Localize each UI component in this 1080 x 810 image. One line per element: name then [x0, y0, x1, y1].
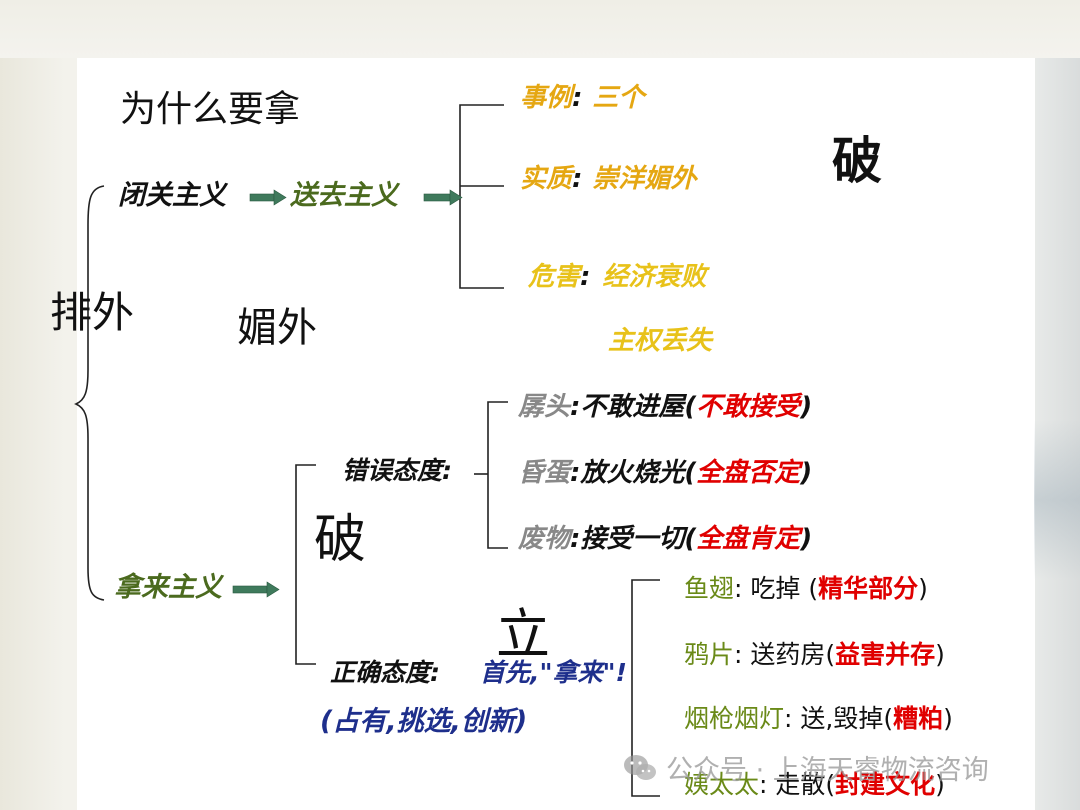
right-item-colon: :	[759, 770, 768, 799]
right-item-colon: :	[734, 640, 743, 669]
page-title: 为什么要拿	[120, 89, 301, 130]
wrong-item-close: )	[800, 392, 813, 422]
right-item-verdict: 益害并存	[835, 640, 936, 669]
wechat-icon	[622, 753, 658, 783]
wrong-item-fool: 昏蛋:放火烧光(全盘否定)	[518, 460, 812, 486]
right-item-colon: :	[734, 574, 743, 603]
wrong-item-text: :不敢进屋(	[570, 392, 697, 422]
right-item-verdict: 精华部分	[818, 574, 919, 603]
watermark-text: 公众号 · 上海天睿物流咨询	[666, 755, 989, 786]
arrow-icon	[249, 189, 287, 206]
right-item-opium-pipe: 烟枪烟灯: 送,毁掉(糟粕)	[684, 706, 953, 731]
harm-colon: :	[580, 262, 591, 292]
top-band	[0, 0, 1080, 58]
branch-essence: 实质: 崇洋媚外	[520, 166, 696, 192]
right-item-close: )	[935, 640, 945, 669]
example-value: 三个	[592, 83, 645, 113]
flow-grabbing: 拿来主义	[114, 572, 222, 603]
wrong-item-text: :放火烧光(	[570, 458, 697, 488]
branch-example: 事例: 三个	[520, 85, 644, 111]
right-item-text: 送,毁掉(	[792, 704, 894, 733]
right-item-text: 送药房(	[742, 640, 836, 669]
right-item-text: 走散(	[767, 770, 836, 799]
label-po-mid: 破	[314, 510, 367, 570]
harm-value-1: 经济衰败	[602, 262, 707, 292]
right-item-concubine: 姨太太: 走散(封建文化)	[684, 772, 945, 797]
right-item-close: )	[918, 574, 928, 603]
wrong-item-verdict: 全盘否定	[696, 458, 801, 488]
right-item-key: 姨太太	[684, 770, 760, 799]
example-colon: :	[572, 83, 583, 113]
bracket-top	[459, 104, 504, 289]
wrong-attitude-label: 错误态度:	[342, 456, 452, 485]
right-item-verdict: 糟粕	[893, 704, 944, 733]
right-item-text: 吃掉 (	[742, 574, 819, 603]
watermark: 公众号 · 上海天睿物流咨询	[622, 748, 989, 787]
bracket-attitude	[295, 464, 316, 665]
wrong-item-waste: 废物:接受一切(全盘肯定)	[518, 526, 812, 552]
wrong-item-key: 孱头	[518, 392, 571, 422]
wrong-item-text: :接受一切(	[570, 524, 697, 554]
right-item-key: 烟枪烟灯	[684, 704, 785, 733]
right-item-shark-fin: 鱼翅: 吃掉 (精华部分)	[684, 576, 928, 601]
left-brace	[74, 185, 105, 601]
label-exclude: 排外	[50, 288, 135, 337]
harm-key: 危害	[528, 262, 581, 292]
harm-value-2: 主权丢失	[608, 326, 713, 356]
right-item-key: 鱼翅	[684, 574, 735, 603]
example-key: 事例	[520, 83, 573, 113]
flow-closed-door: 闭关主义	[118, 180, 226, 211]
label-fawn: 媚外	[237, 305, 317, 351]
bracket-wrong	[487, 401, 508, 549]
right-item-key: 鸦片	[684, 640, 735, 669]
right-item-close: )	[935, 770, 945, 799]
wrong-item-coward: 孱头:不敢进屋(不敢接受)	[518, 394, 812, 420]
branch-harm: 危害: 经济衰败	[528, 264, 706, 290]
wrong-item-verdict: 不敢接受	[696, 392, 801, 422]
arrow-icon	[423, 189, 463, 206]
essence-key: 实质	[520, 164, 573, 194]
right-item-opium: 鸦片: 送药房(益害并存)	[684, 642, 945, 667]
right-item-close: )	[943, 704, 953, 733]
background-decoration	[1034, 420, 1080, 580]
wrong-item-key: 昏蛋	[518, 458, 571, 488]
essence-value: 崇洋媚外	[592, 164, 697, 194]
wrong-item-close: )	[800, 458, 813, 488]
wrong-item-verdict: 全盘肯定	[696, 524, 801, 554]
essence-colon: :	[572, 164, 583, 194]
label-li: 立	[496, 603, 550, 666]
arrow-icon	[232, 581, 280, 598]
wrong-item-key: 废物	[518, 524, 571, 554]
wrong-item-close: )	[800, 524, 813, 554]
slide-canvas	[77, 58, 1035, 810]
right-item-verdict: 封建文化	[835, 770, 936, 799]
right-actions: (占有,挑选,创新)	[320, 706, 528, 737]
right-item-colon: :	[784, 704, 793, 733]
right-first: 首先,"拿来"!	[480, 658, 627, 687]
right-attitude-label: 正确态度:	[330, 658, 440, 687]
flow-sending-out: 送去主义	[290, 180, 398, 211]
label-po-top: 破	[832, 132, 882, 190]
bracket-right	[631, 579, 660, 797]
